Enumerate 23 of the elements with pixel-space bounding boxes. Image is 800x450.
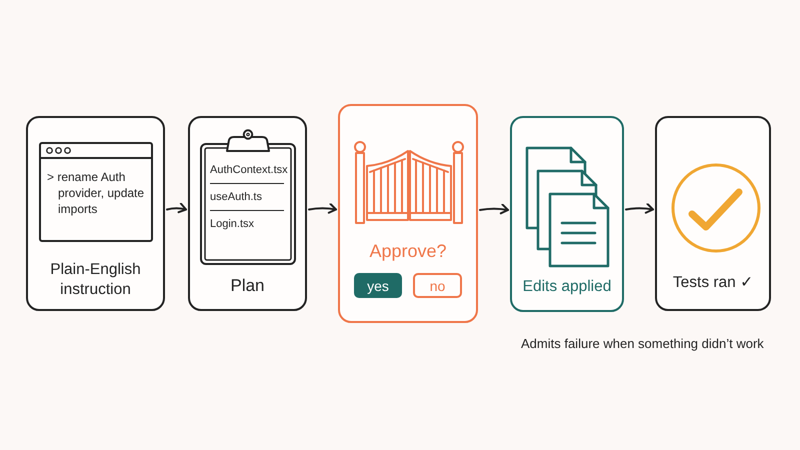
file-name: AuthContext.tsx (210, 163, 289, 178)
step-label: Edits applied (522, 277, 612, 297)
approval-card (338, 104, 478, 323)
file-name: useAuth.ts (210, 190, 263, 205)
arrow (625, 202, 654, 214)
arrow (308, 202, 337, 214)
yes-button: yes (354, 273, 402, 298)
step-card (655, 116, 771, 311)
clipboard (200, 129, 296, 265)
no-button: no (413, 273, 462, 298)
terminal-window (39, 142, 153, 242)
arrow (166, 202, 187, 214)
step-card (188, 116, 307, 311)
file-name: Login.tsx (210, 217, 256, 232)
arrow (479, 204, 509, 214)
command-text: > rename Auth provider, update imports (47, 169, 146, 217)
step-label: Plan (229, 276, 266, 296)
note-text: Admits failure when something didn’t work (521, 335, 765, 353)
step-card (510, 116, 624, 312)
step-card (26, 116, 165, 311)
question-label: Approve? (368, 241, 448, 261)
step-label: Tests ran ✓ (672, 273, 754, 293)
step-label: Plain-English instruction (49, 260, 142, 300)
